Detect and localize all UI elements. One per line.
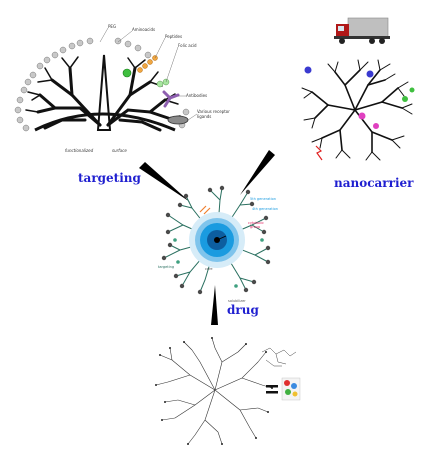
antibodies-label: Antibodies	[186, 93, 207, 98]
arrow-wedge-top-left	[139, 162, 190, 202]
arrow-wedge-top-right	[240, 150, 275, 195]
svg-text:5th generation: 5th generation	[250, 197, 276, 201]
svg-text:cytotoxic: cytotoxic	[248, 221, 264, 225]
folic-acid-label: Folic acid	[178, 43, 197, 48]
inset-molecular-structure	[261, 347, 297, 367]
drug-loaded-dendrimer: 5th generation 4th generation cytotoxic …	[158, 185, 278, 303]
nanocarrier-dendrimer-illustration	[301, 59, 413, 161]
peg-label: PEG	[108, 24, 116, 29]
functionalized-label: functionalized	[65, 148, 94, 153]
ligands-label: ligands	[197, 114, 211, 119]
surface-label: surface	[112, 148, 127, 153]
peptides-label: Peptides	[165, 34, 182, 39]
svg-text:targeting: targeting	[158, 265, 174, 269]
svg-text:solubilizer: solubilizer	[228, 299, 246, 303]
nanocarrier-drug-payloads	[304, 66, 415, 161]
targeting-label: targeting	[78, 171, 141, 185]
svg-text:4th generation: 4th generation	[252, 207, 278, 211]
svg-text:group: group	[250, 225, 261, 229]
functionalized-dendrimer-illustration: PEG Aminoacids Peptides Folic acid Antib…	[14, 24, 230, 153]
equals-sign	[266, 385, 278, 394]
aminoacids-label: Aminoacids	[132, 27, 155, 32]
truck-icon	[334, 17, 390, 44]
svg-text:core: core	[205, 267, 213, 271]
drug-label: drug	[227, 303, 259, 317]
nanocarrier-label: nanocarrier	[334, 176, 414, 190]
drug-molecule-icon	[281, 377, 301, 401]
arrow-wedge-bottom	[211, 285, 218, 325]
bottom-dendrimer-structure	[155, 337, 273, 445]
various-receptor-label: Various receptor	[197, 109, 230, 114]
